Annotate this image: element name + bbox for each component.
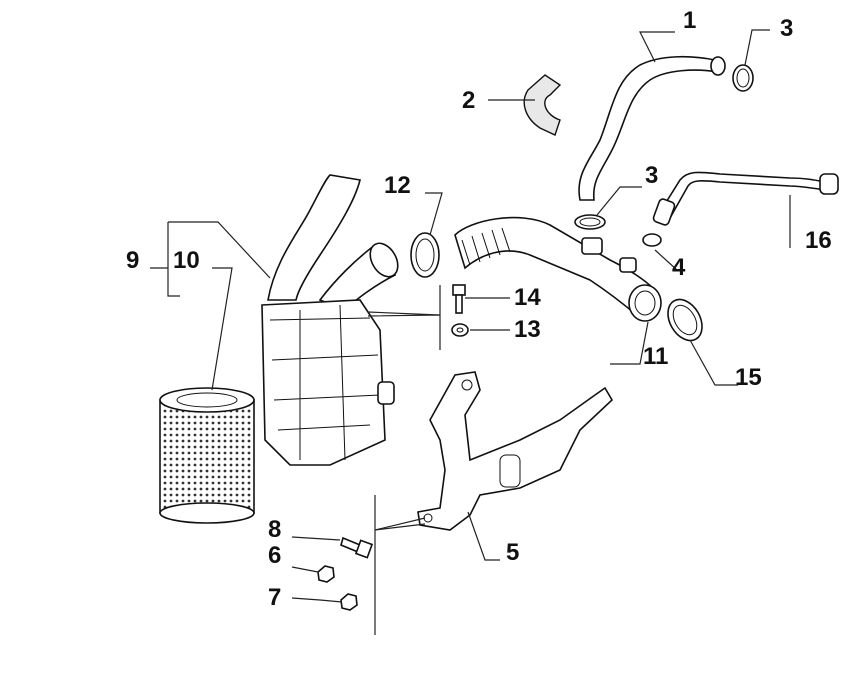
callout-2: 2 xyxy=(462,87,475,114)
part-10-filter-element xyxy=(159,387,255,524)
part-13-washer xyxy=(451,323,469,337)
callout-12: 12 xyxy=(384,172,411,199)
part-7-nut xyxy=(340,593,358,611)
callout-9: 9 xyxy=(126,247,139,274)
callout-16: 16 xyxy=(805,227,832,254)
part-9-air-filter-housing xyxy=(261,174,399,466)
part-6-nut xyxy=(317,565,335,583)
callout-6: 6 xyxy=(268,542,281,569)
part-1-hose xyxy=(578,55,726,201)
callout-14: 14 xyxy=(514,284,541,311)
part-8-bolt xyxy=(340,536,374,559)
callout-3-top: 3 xyxy=(780,15,793,42)
part-11-intake-pipe xyxy=(454,216,662,322)
part-15-clamp xyxy=(667,298,703,342)
callout-8: 8 xyxy=(268,516,281,543)
part-4-clamp xyxy=(642,233,662,247)
callout-1: 1 xyxy=(683,7,696,34)
part-12-clamp xyxy=(410,232,440,278)
callout-3-mid: 3 xyxy=(645,162,658,189)
callout-15: 15 xyxy=(735,364,762,391)
part-14-bolt xyxy=(452,284,466,314)
part-3-clamp-mid xyxy=(574,214,606,230)
callout-7: 7 xyxy=(268,584,281,611)
callout-11: 11 xyxy=(643,343,668,370)
part-5-bracket xyxy=(417,371,614,531)
callout-13: 13 xyxy=(514,316,541,343)
part-3-clamp-top xyxy=(732,64,754,92)
part-2-clip xyxy=(523,74,562,136)
callout-5: 5 xyxy=(506,539,519,566)
part-16-pipe xyxy=(652,171,839,226)
callout-10: 10 xyxy=(173,247,200,274)
leader-lines xyxy=(150,29,791,635)
callout-4: 4 xyxy=(672,254,686,281)
